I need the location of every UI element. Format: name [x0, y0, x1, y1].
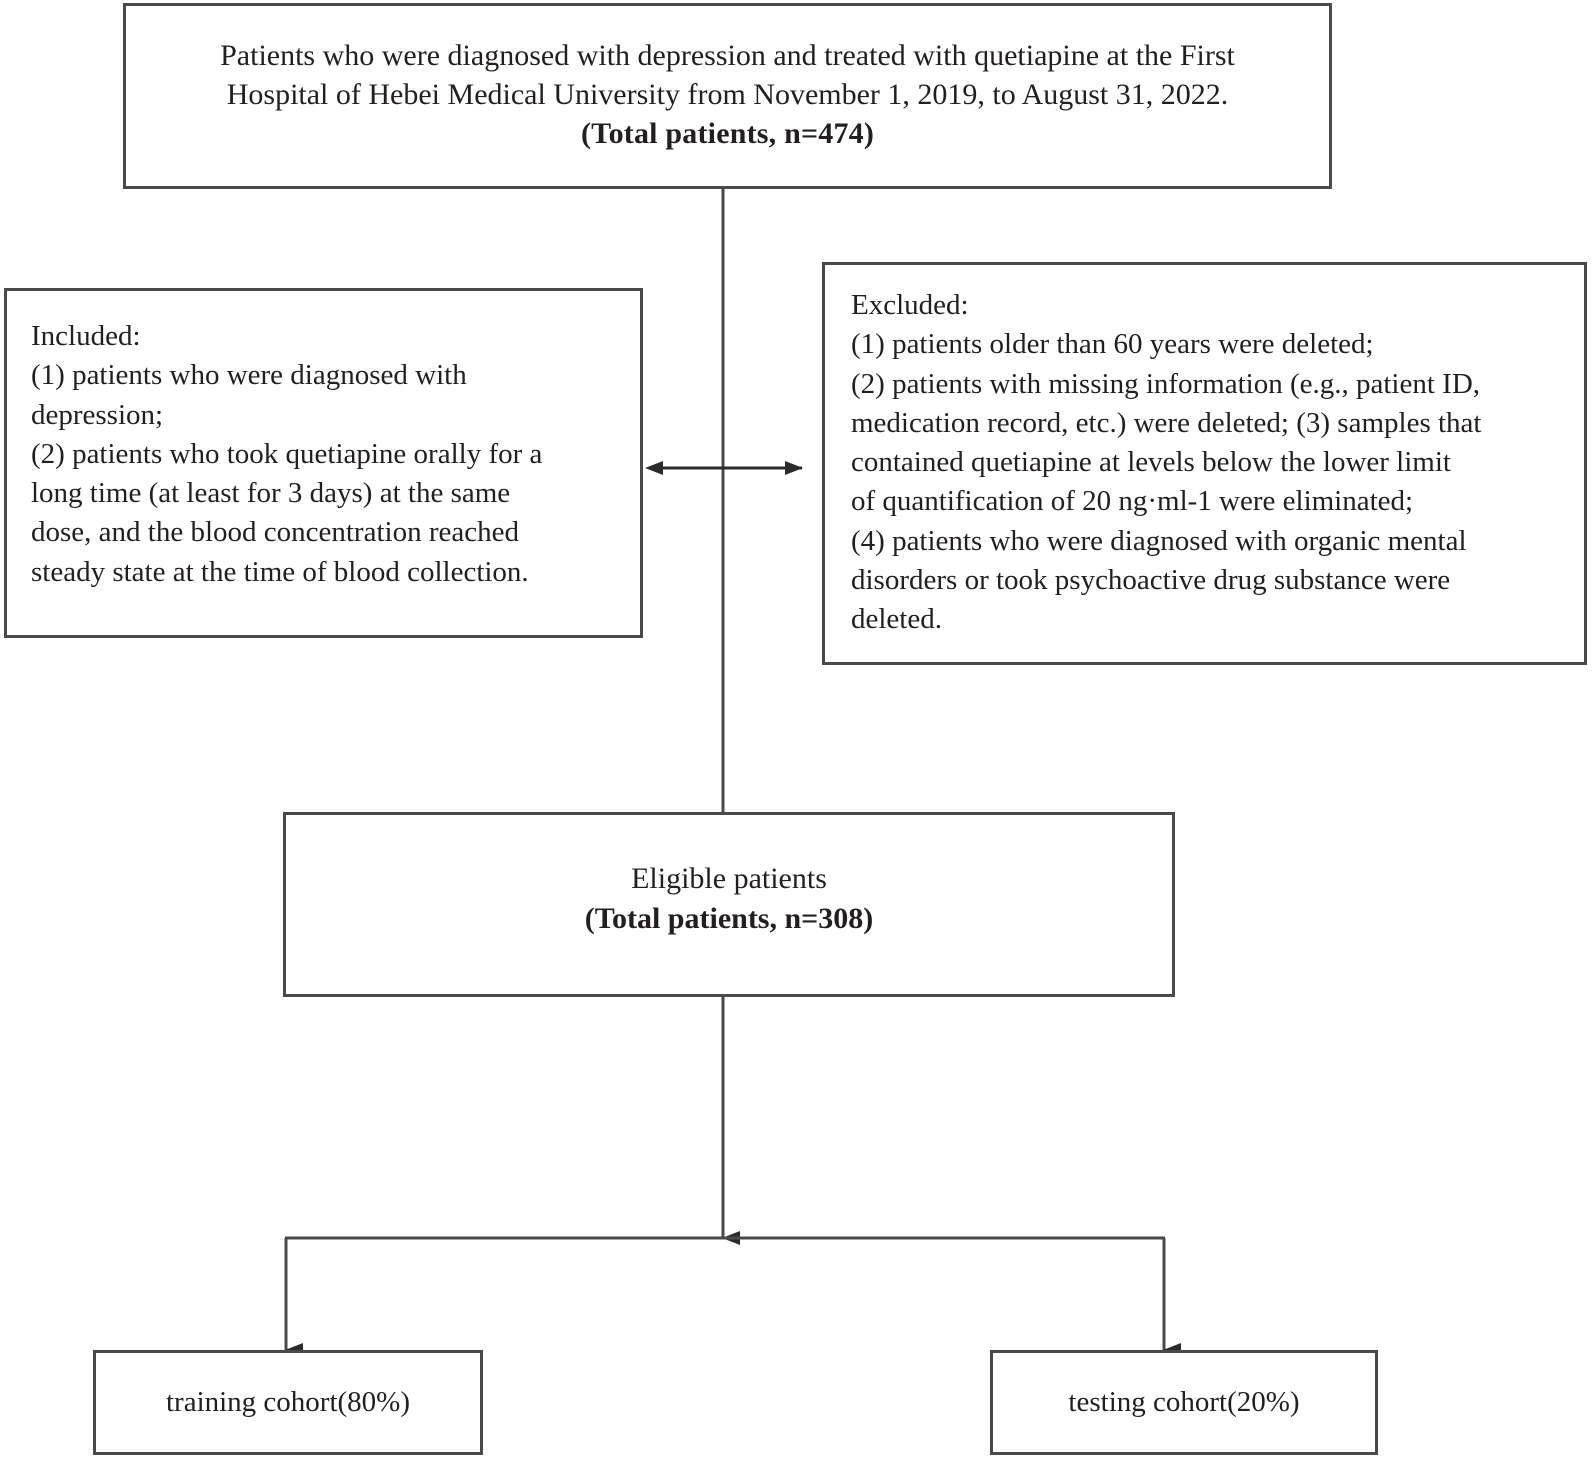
excluded-line7: disorders or took psychoactive drug subs… [851, 563, 1451, 596]
excluded-heading: Excluded: [851, 289, 969, 321]
total-patients-count: (Total patients, n=474) [580, 117, 875, 150]
node-total-patients: Patients who were diagnosed with depress… [123, 3, 1332, 189]
total-patients-line1: Patients who were diagnosed with depress… [220, 39, 1235, 72]
included-line3: (2) patients who took quetiapine orally … [31, 437, 543, 470]
excluded-line4: contained quetiapine at levels below the… [851, 446, 1451, 479]
included-heading: Included: [31, 320, 141, 352]
node-testing-cohort: testing cohort(20%) [990, 1350, 1378, 1455]
excluded-line8: deleted. [851, 603, 942, 636]
excluded-line1: (1) patients older than 60 years were de… [851, 328, 1374, 361]
total-patients-line2: Hospital of Hebei Medical University fro… [226, 78, 1229, 111]
training-cohort-label: training cohort(80%) [165, 1385, 410, 1418]
excluded-line5: of quantification of 20 ng·ml-1 were eli… [851, 485, 1414, 518]
training-cohort-inner: training cohort(80%) [96, 1353, 480, 1452]
testing-cohort-inner: testing cohort(20%) [993, 1353, 1375, 1452]
node-included-criteria: Included: (1) patients who were diagnose… [4, 288, 643, 638]
node-training-cohort: training cohort(80%) [93, 1350, 483, 1455]
excluded-line2: (2) patients with missing information (e… [851, 367, 1481, 400]
included-line1: (1) patients who were diagnosed with [31, 359, 467, 392]
node-eligible-patients: Eligible patients (Total patients, n=308… [283, 812, 1175, 997]
excluded-line3: medication record, etc.) were deleted; (… [851, 406, 1482, 439]
excluded-line6: (4) patients who were diagnosed with org… [851, 524, 1467, 557]
testing-cohort-label: testing cohort(20%) [1068, 1385, 1300, 1418]
eligible-patients-count: (Total patients, n=308) [584, 901, 874, 935]
included-line2: depression; [31, 398, 164, 431]
included-line4: long time (at least for 3 days) at the s… [31, 477, 511, 510]
included-line6: steady state at the time of blood collec… [31, 555, 529, 588]
node-excluded-criteria: Excluded: (1) patients older than 60 yea… [822, 262, 1587, 665]
eligible-patients-label: Eligible patients [631, 862, 827, 895]
included-line5: dose, and the blood concentration reache… [31, 516, 519, 549]
